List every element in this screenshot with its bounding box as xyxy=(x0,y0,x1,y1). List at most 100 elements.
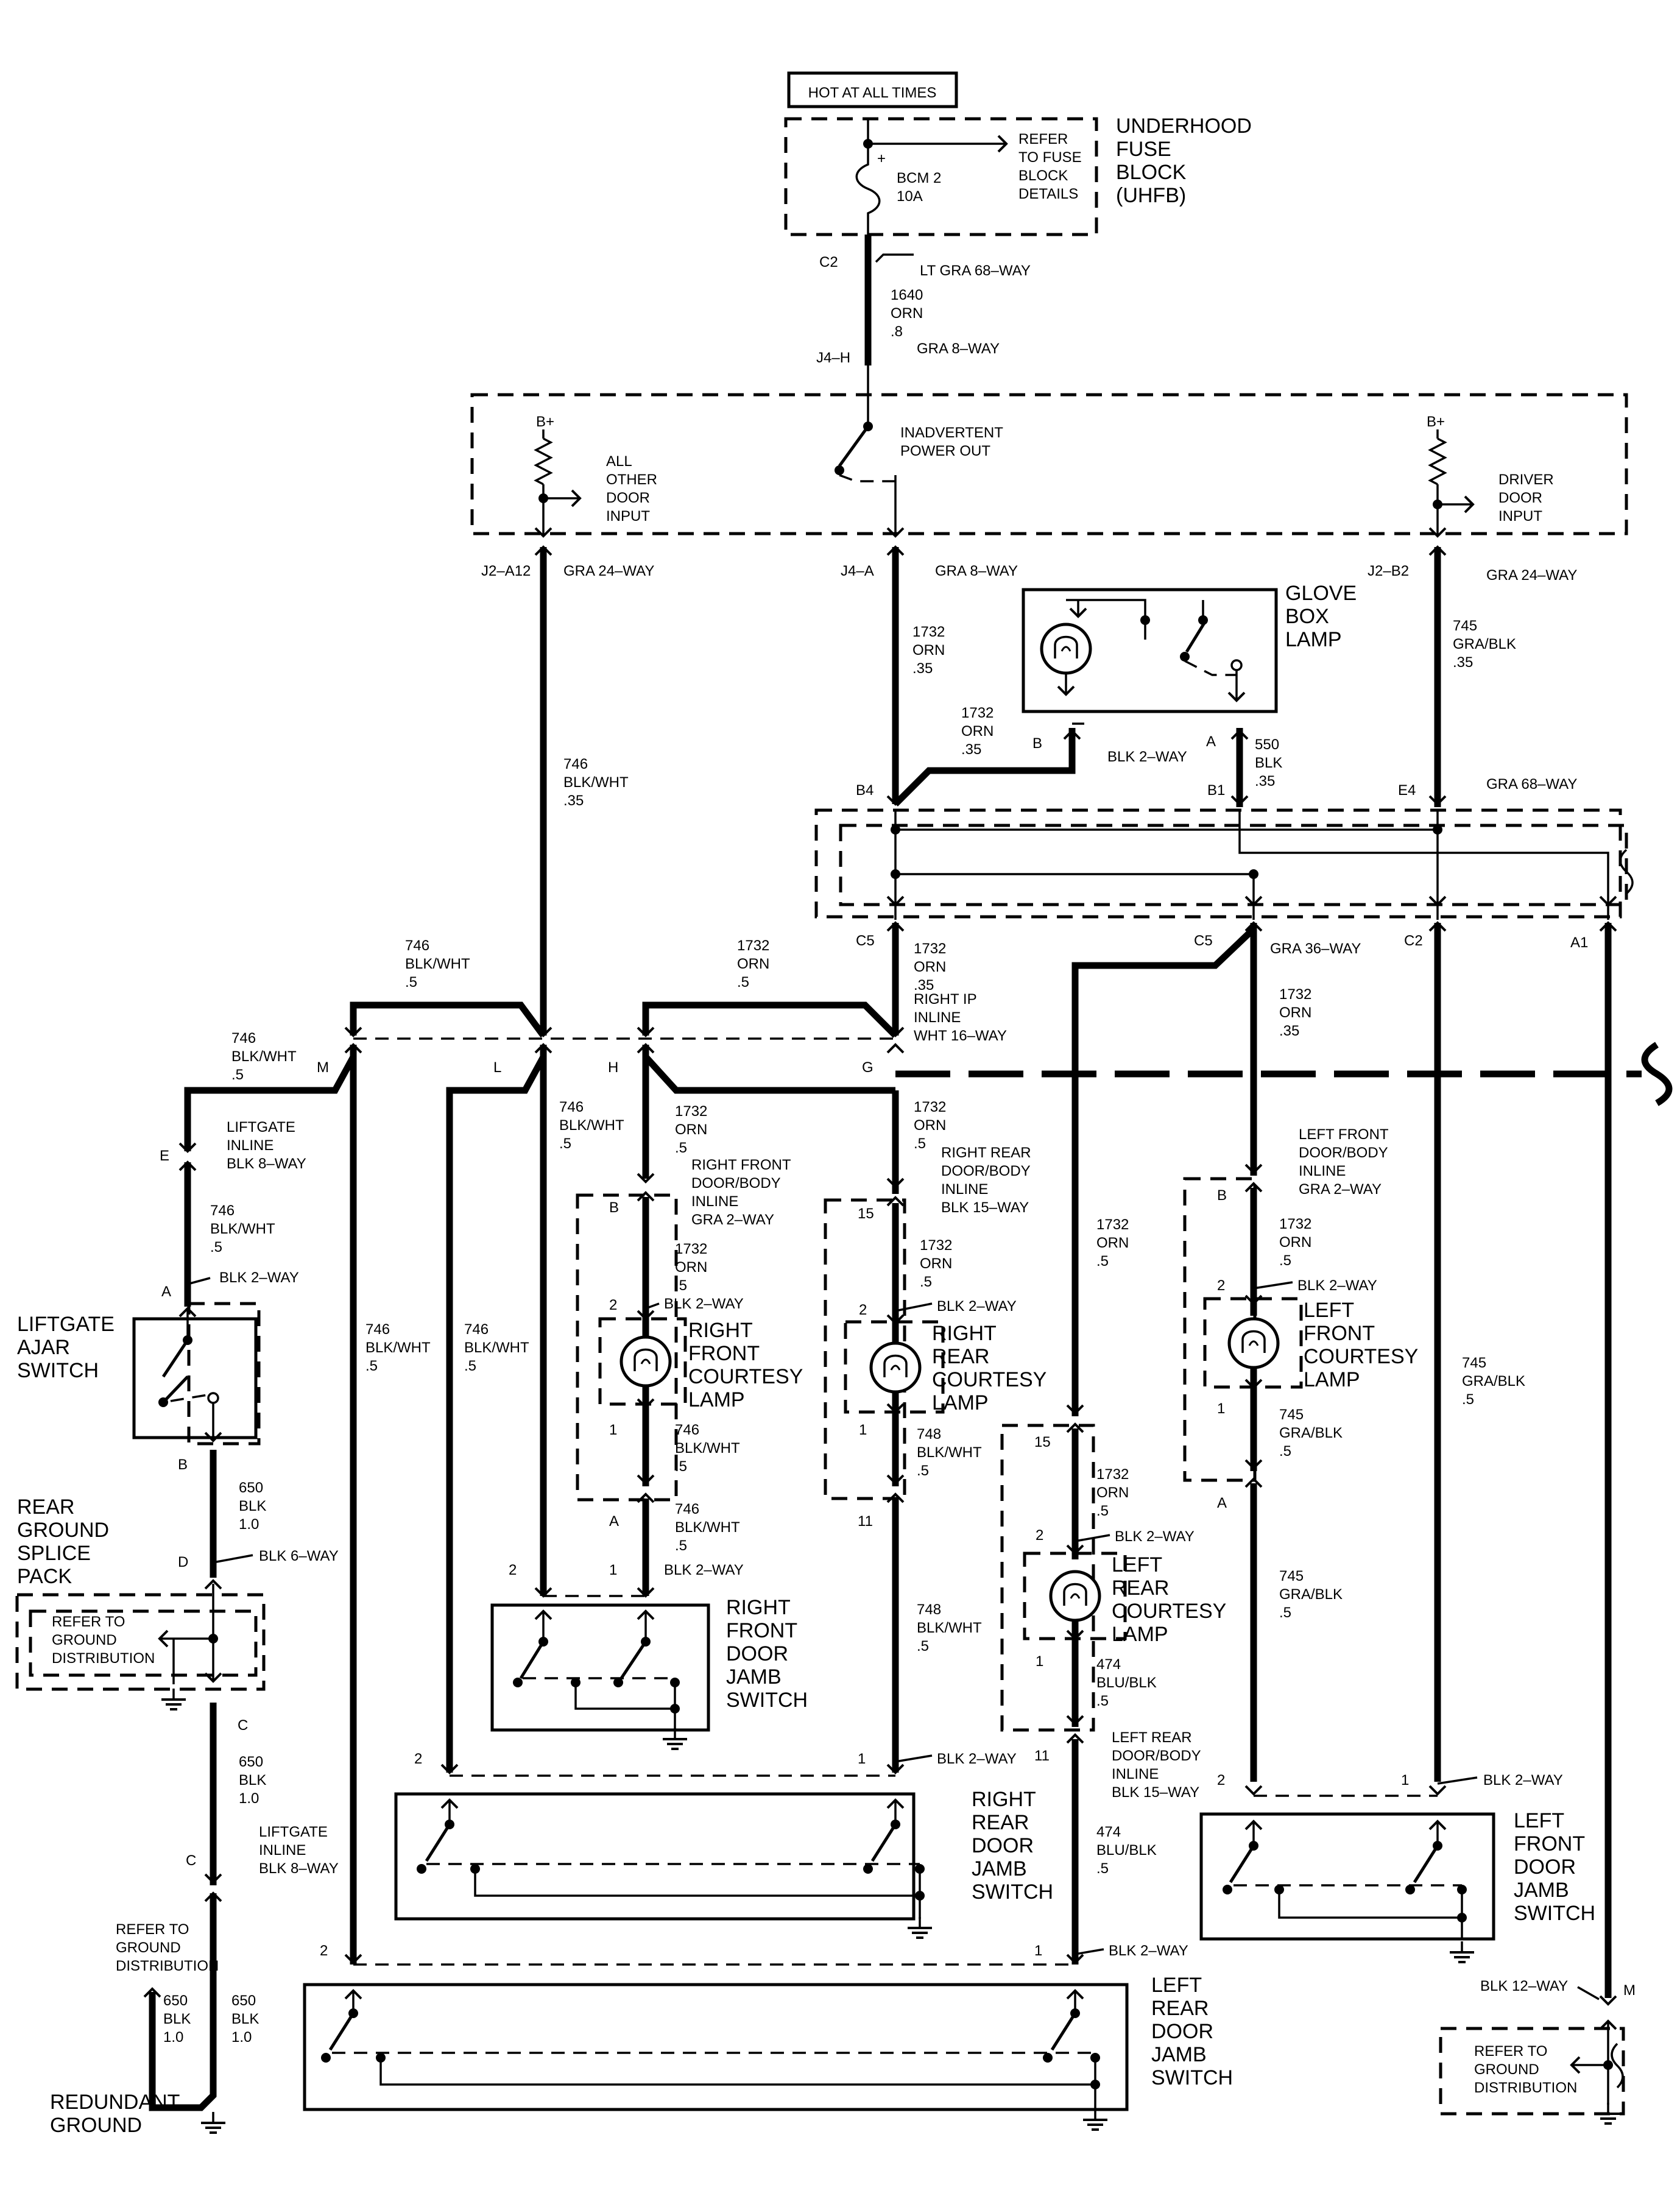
wire-1732-label: 1732 xyxy=(675,1241,707,1257)
wire-1732-label: ORN xyxy=(1096,1235,1129,1251)
wire-745-label: 745 xyxy=(1279,1568,1304,1584)
lf-courtesy-box xyxy=(1183,1177,1257,1482)
wire-1640-label: .8 xyxy=(891,323,903,340)
splice-title: GROUND xyxy=(17,1519,109,1542)
rr-connector-15 xyxy=(886,1177,905,1188)
wire-1732-label: .5 xyxy=(675,1140,687,1156)
connector xyxy=(1244,1294,1263,1305)
switch-pivot xyxy=(417,1864,426,1874)
rfdj-title: JAMB xyxy=(726,1665,782,1689)
wire-1732-label: .5 xyxy=(914,1135,926,1152)
bottom-right-ground-box xyxy=(1439,2027,1625,2116)
pin-g: G xyxy=(862,1059,874,1076)
connector xyxy=(1066,1544,1084,1555)
bottom-right-refer: GROUND xyxy=(1474,2061,1539,2078)
lr-connector-15 xyxy=(1066,1422,1084,1433)
right-ip-inline-label: WHT 16–WAY xyxy=(914,1028,1007,1044)
pin-11: 11 xyxy=(1034,1748,1050,1764)
blk2-label: BLK 2–WAY xyxy=(1483,1772,1563,1788)
glove-box-title: BOX xyxy=(1285,605,1329,628)
leader xyxy=(1075,1948,1104,1955)
connector xyxy=(1599,2019,1617,2030)
liftgate-inline-bot: INLINE xyxy=(259,1842,306,1859)
junction xyxy=(1457,1885,1467,1894)
uhfb-title: (UHFB) xyxy=(1116,184,1186,207)
fuse-plus: + xyxy=(877,150,886,167)
switch-pivot xyxy=(835,465,844,475)
wire-748-label: 748 xyxy=(917,1426,941,1442)
rf-inline-label: DOOR/BODY xyxy=(691,1175,781,1191)
lrdj-title: REAR xyxy=(1151,1997,1209,2020)
rr-courtesy-title: RIGHT xyxy=(932,1322,997,1345)
connector xyxy=(637,1587,655,1598)
connector xyxy=(1230,729,1249,740)
lr-inline-label: BLK 15–WAY xyxy=(1112,1784,1199,1801)
wire-1732-label: .5 xyxy=(1096,1503,1109,1519)
redundant-title: GROUND xyxy=(50,2114,142,2137)
lr-connector-15 xyxy=(1066,1404,1084,1415)
connector xyxy=(1599,1995,1617,2006)
pin-a: A xyxy=(161,1283,171,1300)
junction xyxy=(1433,500,1442,509)
junction xyxy=(1457,1913,1467,1922)
glove-box-title: GLOVE xyxy=(1285,582,1357,605)
pin-2: 2 xyxy=(1217,1277,1225,1294)
gra24-label: GRA 24–WAY xyxy=(1486,567,1577,584)
lr-courtesy-title: LEFT xyxy=(1112,1553,1162,1576)
pin-l: L xyxy=(493,1059,501,1076)
switch-linkage xyxy=(523,1677,676,1687)
rf-connector-a xyxy=(637,1492,655,1503)
connector xyxy=(886,1314,905,1325)
wire-746-label: 746 xyxy=(405,937,429,954)
hot-label: HOT AT ALL TIMES xyxy=(808,85,937,101)
break-symbol xyxy=(1641,1042,1673,1106)
rfdj-box xyxy=(490,1603,710,1732)
lf-courtesy-lamp xyxy=(1241,1330,1266,1353)
connector xyxy=(534,1587,552,1598)
wire-745-label: .5 xyxy=(1279,1605,1291,1621)
pin-1: 1 xyxy=(1401,1772,1409,1788)
b1-label: B1 xyxy=(1207,782,1225,799)
label-layer: HOT AT ALL TIMESUNDERHOODFUSEBLOCK(UHFB)… xyxy=(17,85,1636,2137)
splice-refer: REFER TO xyxy=(52,1614,125,1630)
connector xyxy=(1227,691,1246,702)
wire-746-label: .5 xyxy=(675,1537,687,1554)
wire-745-label: .5 xyxy=(1279,1443,1291,1460)
bus xyxy=(1238,810,1609,920)
wire-746-label: 746 xyxy=(675,1422,699,1438)
blk2-label: BLK 2–WAY xyxy=(664,1296,744,1312)
connector xyxy=(1066,1954,1084,1965)
connector xyxy=(440,1763,459,1774)
lf-connector-a xyxy=(1244,1459,1263,1470)
redundant-refer: DISTRIBUTION xyxy=(116,1958,219,1974)
wire-748-label: .5 xyxy=(917,1638,929,1654)
switch-pivot xyxy=(1180,652,1190,662)
connector xyxy=(1244,1379,1263,1389)
pin-2: 2 xyxy=(320,1943,328,1959)
lf-courtesy-lamp xyxy=(1248,1340,1259,1346)
wire-1732-label: ORN xyxy=(737,956,769,972)
wire-650-label: BLK xyxy=(239,1772,266,1788)
wire-1732-label: 1732 xyxy=(961,705,994,721)
liftgate-connector-box xyxy=(187,1302,261,1446)
fuse-refer-label: BLOCK xyxy=(1018,168,1068,184)
connector xyxy=(1428,921,1447,932)
contact xyxy=(207,1392,219,1404)
connector xyxy=(1063,729,1081,740)
wire-1732-label: .5 xyxy=(737,974,749,990)
connector xyxy=(1428,795,1447,806)
pin-11: 11 xyxy=(858,1513,873,1530)
wire-746-label: .5 xyxy=(231,1067,244,1083)
splice-title: SPLICE xyxy=(17,1542,91,1565)
uhfb-title: FUSE xyxy=(1116,138,1171,161)
fuse-refer-label: DETAILS xyxy=(1018,186,1078,202)
switch-blade xyxy=(619,1640,648,1679)
bottom-right-refer: REFER TO xyxy=(1474,2043,1547,2060)
pin-d: D xyxy=(178,1554,188,1570)
leader xyxy=(875,253,914,263)
wire-1732-label: .5 xyxy=(920,1274,932,1290)
wire-474-label: .5 xyxy=(1096,1860,1109,1877)
wire-746-label: BLK/WHT xyxy=(675,1519,740,1536)
connector xyxy=(886,895,905,906)
junction xyxy=(915,1864,925,1874)
